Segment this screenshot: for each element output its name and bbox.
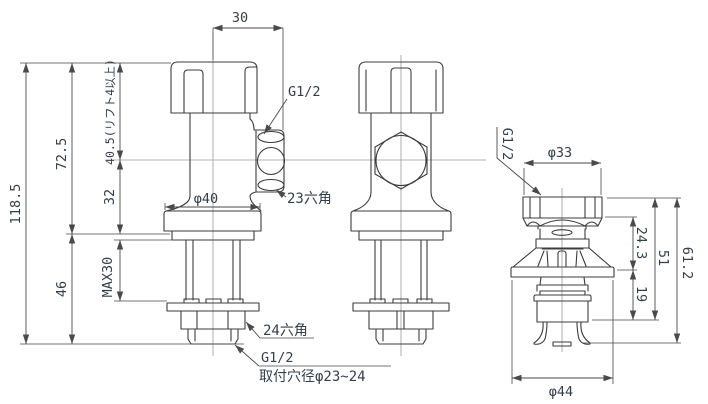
label-outlet-hex: 23六角	[287, 191, 332, 207]
label-outlet-thread: G1/2	[288, 84, 321, 100]
label-detail-thread: G1/2	[499, 128, 515, 161]
faucet-handle-front	[358, 61, 444, 114]
extension-lines	[20, 28, 681, 384]
label-locknut-hex: 24六角	[263, 323, 308, 339]
outlet-hex-top-ellipse	[257, 130, 285, 144]
dim-cap-dia-text: φ33	[548, 145, 572, 161]
dim-upper-height-text: 72.5	[54, 138, 70, 171]
dim-below-counter-text: 46	[54, 281, 70, 297]
dim-upper-detail-text: 24.3	[633, 227, 649, 260]
dim-lower-detail-text: 19	[633, 286, 649, 302]
outlet-hex-bottom-ellipse	[257, 178, 285, 192]
dim-outlet-drop-text: 32	[102, 189, 118, 205]
dim-base-dia-text: φ40	[194, 191, 218, 207]
body-with-hex-boss	[352, 112, 450, 212]
shank-washer-locknut-front	[352, 239, 450, 345]
dim-flange-dia-text: φ44	[549, 384, 573, 400]
leader-locknut-hex	[245, 321, 261, 339]
leader-shank-thread	[234, 344, 260, 367]
base-flange-front	[350, 210, 452, 241]
dim-lift-text: 40.5(リフト4以上)	[103, 59, 117, 165]
dim-mid-detail-text: 51	[655, 250, 671, 266]
leader-outlet-thread	[263, 98, 288, 135]
front-view	[350, 61, 452, 345]
check-valve-view	[510, 196, 615, 347]
dim-max-counter-text: MAX30	[100, 257, 116, 298]
label-shank-thread: G1/2	[261, 350, 294, 366]
side-view	[163, 61, 286, 345]
label-hole-note: 取付穴径φ23~24	[259, 369, 366, 385]
faucet-handle	[170, 61, 258, 114]
hex-bore-circle	[375, 134, 427, 187]
faucet-body-and-outlet	[165, 112, 285, 212]
flange-and-lower-body	[510, 266, 615, 323]
base-flange	[163, 210, 262, 241]
dim-total-detail-text: 61.2	[679, 247, 695, 280]
collar-slot	[551, 229, 573, 236]
strainer-prongs	[533, 321, 591, 347]
dim-reach-text: 30	[232, 10, 248, 26]
centerlines	[114, 32, 563, 356]
dim-total-height-text: 118.5	[8, 184, 24, 225]
cap-nut	[522, 196, 603, 227]
outlet-bore-circle	[256, 146, 286, 176]
shank-washer-locknut	[166, 239, 260, 345]
valve-mid-section	[512, 225, 612, 268]
leader-detail-thread	[496, 127, 542, 196]
leader-outlet-hex	[275, 189, 287, 199]
